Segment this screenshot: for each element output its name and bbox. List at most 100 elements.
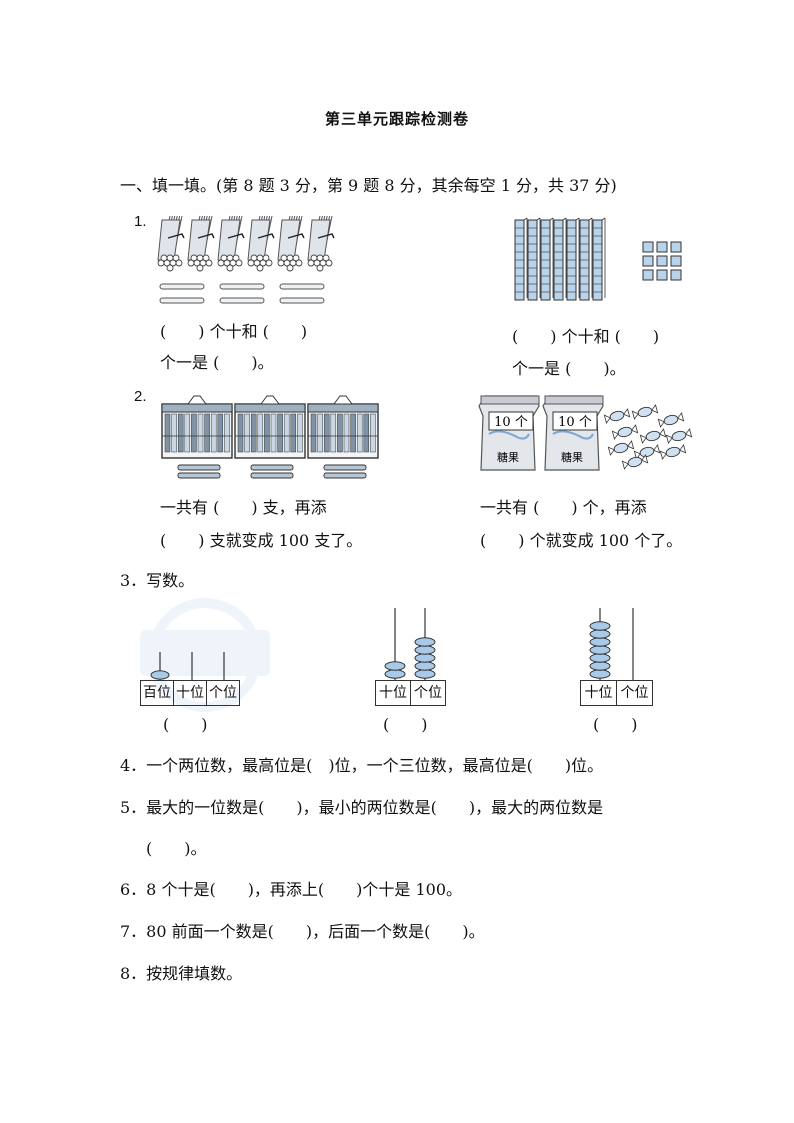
abacus3-label-ones: 个位 xyxy=(620,685,649,701)
abacus-bead xyxy=(384,661,406,671)
bag2-name: 糖果 xyxy=(561,450,583,464)
loose-stick xyxy=(159,297,205,304)
q5-line2: ( )。 xyxy=(146,839,207,858)
abacus-bead xyxy=(414,669,436,679)
pencil-boxes-illustration xyxy=(161,395,379,479)
abacus-bead xyxy=(589,637,611,647)
candy xyxy=(631,404,659,420)
candy-bags-illustration: 10 个 糖果 10 个 糖果 xyxy=(478,395,693,471)
unit-cube xyxy=(670,241,682,253)
abacus1-answer: ( ) xyxy=(163,715,208,734)
loose-pencil xyxy=(177,472,221,479)
abacus-bead xyxy=(589,661,611,671)
abacus1-label-tens: 十位 xyxy=(174,681,207,705)
candy-bag: 10 个 糖果 xyxy=(478,395,540,471)
stick-bundles-illustration xyxy=(157,215,335,304)
q1-right-line2: 个一是 ( )。 xyxy=(512,359,626,378)
abacus3-place-labels: 十位 个位 xyxy=(580,680,653,706)
abacus-bead xyxy=(150,670,170,680)
abacus2-answer: ( ) xyxy=(383,715,428,734)
unit-cube xyxy=(642,255,654,267)
abacus-two-digit-a xyxy=(384,608,436,681)
candy xyxy=(659,444,687,460)
abacus3-answer: ( ) xyxy=(593,715,638,734)
loose-pencil xyxy=(250,472,294,479)
q2-left-line2: ( ) 支就变成 100 支了。 xyxy=(160,531,363,550)
section-heading: 一、填一填。(第 8 题 3 分，第 9 题 8 分，其余每空 1 分，共 37… xyxy=(120,176,617,195)
loose-stick xyxy=(279,297,325,304)
bag1-name: 糖果 xyxy=(497,450,519,464)
loose-stick xyxy=(219,283,265,290)
abacus-two-digit-b xyxy=(589,608,634,681)
abacus1-label-hundreds: 百位 xyxy=(141,681,174,705)
q2-left-line1: 一共有 ( ) 支，再添 xyxy=(160,498,327,517)
abacus-bead xyxy=(414,653,436,663)
abacus2-label-ones: 个位 xyxy=(414,685,442,701)
abacus-bead xyxy=(414,645,436,655)
abacus-bead xyxy=(414,661,436,671)
loose-pencil xyxy=(177,464,221,471)
abacus-bead xyxy=(589,629,611,639)
cube-columns-illustration xyxy=(514,217,682,301)
abacus-bead xyxy=(589,669,611,679)
loose-stick xyxy=(159,283,205,290)
q1-left-line1: ( ) 个十和 ( ) xyxy=(160,322,308,341)
page-title: 第三单元跟踪检测卷 xyxy=(324,110,469,128)
abacus-bead xyxy=(384,669,406,679)
unit-cube xyxy=(656,255,668,267)
stick-bundle xyxy=(247,215,275,272)
abacus1-place-labels: 百位 十位 个位 xyxy=(140,680,240,706)
candy xyxy=(633,444,661,460)
q2-right-line2: ( ) 个就变成 100 个了。 xyxy=(480,531,683,550)
candy xyxy=(657,412,685,428)
loose-pencil xyxy=(250,464,294,471)
abacus-bead xyxy=(589,653,611,663)
unit-cube xyxy=(670,269,682,281)
unit-cube xyxy=(656,241,668,253)
q1-number: 1. xyxy=(134,213,147,230)
stick-bundle xyxy=(307,215,335,272)
candy-bag: 10 个 糖果 xyxy=(542,395,604,471)
stick-bundle xyxy=(217,215,245,272)
q1-right-line1: ( ) 个十和 ( ) xyxy=(512,327,660,346)
stick-bundle xyxy=(157,215,185,272)
abacus-bead xyxy=(589,645,611,655)
candy xyxy=(621,454,649,470)
q4-text: 4．一个两位数，最高位是( )位，一个三位数，最高位是( )位。 xyxy=(120,756,604,775)
bag1-label: 10 个 xyxy=(494,415,528,430)
q3-title: 3．写数。 xyxy=(120,571,195,590)
stick-bundle xyxy=(277,215,305,272)
stick-bundle xyxy=(187,215,215,272)
candy xyxy=(665,428,693,444)
candy xyxy=(607,440,635,456)
candy xyxy=(603,408,631,424)
q8-text: 8．按规律填数。 xyxy=(120,964,243,983)
q1-left-line2: 个一是 ( )。 xyxy=(160,353,274,372)
bag2-label: 10 个 xyxy=(558,415,592,430)
loose-stick xyxy=(219,297,265,304)
unit-cube xyxy=(642,269,654,281)
q5-line1: 5．最大的一位数是( )，最小的两位数是( )，最大的两位数是 xyxy=(120,798,604,817)
watermark-logo xyxy=(140,598,270,712)
loose-pencil xyxy=(323,472,367,479)
q2-right-line1: 一共有 ( ) 个，再添 xyxy=(480,498,647,517)
abacus2-label-tens: 十位 xyxy=(376,681,411,705)
abacus-bead xyxy=(414,637,436,647)
unit-cube xyxy=(670,255,682,267)
loose-stick xyxy=(279,283,325,290)
q2-number: 2. xyxy=(134,388,147,405)
loose-pencil xyxy=(323,464,367,471)
q7-text: 7．80 前面一个数是( )，后面一个数是( )。 xyxy=(120,922,485,941)
abacus1-label-ones: 个位 xyxy=(209,685,237,701)
pencil-box xyxy=(161,395,233,459)
candy xyxy=(639,428,667,444)
abacus-hundreds xyxy=(150,652,225,680)
abacus2-place-labels: 十位 个位 xyxy=(375,680,446,706)
unit-cube xyxy=(656,269,668,281)
abacus-bead xyxy=(589,621,611,631)
pencil-box xyxy=(307,395,379,459)
pencil-box xyxy=(234,395,306,459)
q6-text: 6．8 个十是( )，再添上( )个十是 100。 xyxy=(120,880,463,899)
unit-cube xyxy=(642,241,654,253)
candy xyxy=(611,424,639,440)
